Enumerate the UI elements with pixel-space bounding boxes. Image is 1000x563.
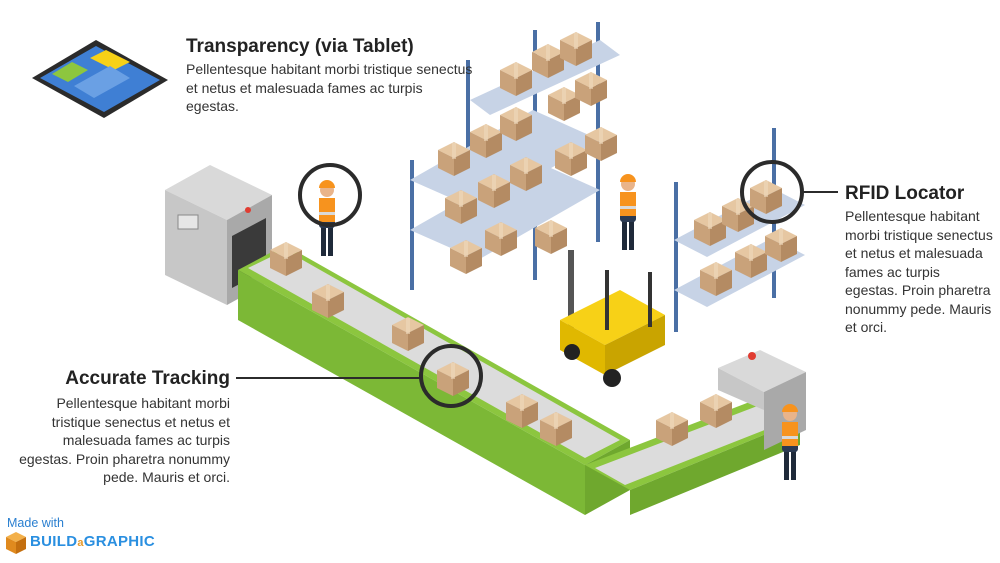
callout-tracking-title: Accurate Tracking bbox=[65, 368, 230, 389]
brand-name-part-2: a bbox=[77, 537, 84, 549]
brand-name-part-3: GRAPHIC bbox=[83, 533, 156, 550]
highlight-circle-tablet bbox=[298, 163, 362, 227]
callout-transparency: Transparency (via Tablet) Pellentesque h… bbox=[186, 36, 476, 116]
callout-tracking-text: Pellentesque habitant morbi tristique se… bbox=[19, 395, 230, 485]
storage-rack-right bbox=[674, 128, 805, 332]
made-with-badge[interactable]: Made with BUILDaGRAPHIC bbox=[6, 516, 155, 550]
highlight-circle-rfid bbox=[740, 160, 804, 224]
worker-with-tablet bbox=[319, 180, 335, 256]
storage-rack-left bbox=[410, 22, 620, 290]
worker-at-rack bbox=[620, 174, 636, 250]
callout-tracking: Accurate Tracking Pellentesque habitant … bbox=[18, 368, 230, 487]
made-with-label: Made with bbox=[7, 516, 64, 530]
brand-logo: BUILDaGRAPHIC bbox=[6, 533, 155, 550]
callout-transparency-title: Transparency (via Tablet) bbox=[186, 36, 414, 57]
callout-rfid-title: RFID Locator bbox=[845, 183, 965, 204]
conveyor-belt bbox=[238, 242, 800, 515]
tablet-icon bbox=[32, 40, 168, 118]
brand-name-part-1: BUILD bbox=[30, 533, 78, 550]
brand-cube-icon bbox=[6, 532, 26, 554]
forklift bbox=[535, 220, 665, 387]
callout-rfid: RFID Locator Pellentesque habitant morbi… bbox=[845, 183, 995, 337]
highlight-circle-tracking bbox=[419, 344, 483, 408]
callout-rfid-text: Pellentesque habitant morbi tristique se… bbox=[845, 208, 993, 335]
brand-name: BUILDaGRAPHIC bbox=[30, 533, 155, 550]
callout-transparency-text: Pellentesque habitant morbi tristique se… bbox=[186, 61, 473, 114]
worker-carrying-box bbox=[782, 404, 798, 480]
